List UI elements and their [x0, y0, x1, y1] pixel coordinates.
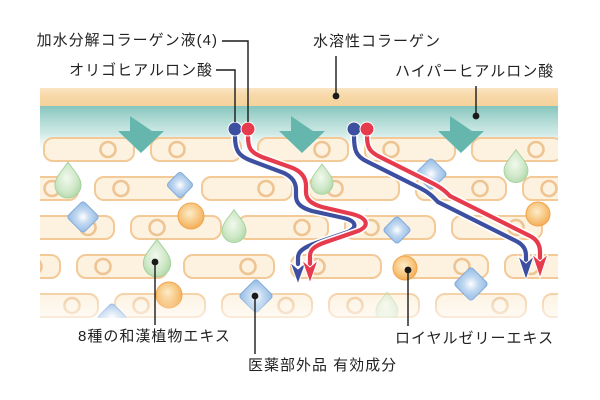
cell-body [150, 137, 242, 162]
skin-cell [201, 176, 293, 201]
leader-anchor-dot [151, 258, 159, 266]
cell-body [522, 176, 558, 201]
skin-cell [43, 137, 135, 162]
route-arrowhead-icon [300, 258, 320, 285]
skin-cell [183, 254, 275, 279]
cell-nucleus-ring [239, 257, 257, 276]
active-ingredient-diamond-icon [383, 216, 411, 244]
skin-cell [237, 215, 329, 240]
droplet-shape [503, 149, 529, 184]
penetration-route [245, 133, 368, 267]
cell-body [43, 137, 135, 162]
stratum-corneum-bar [40, 88, 558, 106]
cell-nucleus-ring [527, 140, 545, 159]
skin-cell [522, 176, 558, 201]
label-hyper-hyaluronic: ハイパーヒアルロン酸 [395, 63, 555, 80]
skin-cell [40, 254, 61, 279]
diamond-shape [67, 201, 99, 233]
leader-anchor-dot [472, 112, 480, 120]
cell-nucleus-ring [471, 179, 489, 198]
label-royal-jelly: ロイヤルゼリーエキス [395, 330, 555, 347]
cell-nucleus-ring [112, 179, 130, 198]
skin-cell [130, 215, 222, 240]
absorb-arrow-icon [438, 116, 484, 153]
penetration-route [364, 133, 543, 261]
active-ingredient-diamond-icon [166, 171, 194, 199]
herbal-extract-droplet-icon [142, 238, 172, 278]
diamond-shape [454, 267, 488, 301]
ingredient-dot [227, 121, 243, 137]
leader-anchor-dot [332, 92, 340, 100]
label-soluble-collagen: 水溶性コラーゲン [313, 33, 442, 50]
skin-cell [150, 137, 242, 162]
royal-jelly-circle-icon [177, 202, 205, 230]
royal-jelly-circle-icon [525, 201, 551, 227]
ingredient-dot [346, 121, 362, 137]
cell-nucleus-ring [453, 257, 471, 276]
diamond-shape [383, 216, 411, 244]
cell-nucleus-ring [382, 140, 400, 159]
cell-body [237, 215, 329, 240]
ingredient-dot [359, 121, 375, 137]
cell-nucleus-ring [40, 260, 43, 273]
bottom-fade [40, 296, 558, 318]
leader-anchor-dot [404, 266, 412, 274]
skin-cell [94, 176, 186, 201]
skin-cell [364, 137, 456, 162]
label-oligo-hyaluronic: オリゴヒアルロン酸 [69, 62, 213, 79]
active-ingredient-diamond-icon [454, 267, 488, 301]
herbal-extract-droplet-icon [54, 161, 82, 199]
penetration-route [232, 133, 357, 267]
cell-nucleus-ring [562, 298, 577, 313]
herbal-extract-droplet-icon [310, 163, 334, 195]
herbal-extract-droplet-icon [503, 149, 529, 184]
annotation-lines [151, 40, 480, 354]
route-arrowhead-icon [289, 261, 307, 286]
label-herbal-extract: 8種の和漢植物エキス [78, 328, 231, 345]
cell-body [201, 176, 293, 201]
absorb-arrow-icon [118, 116, 164, 153]
penetration-route [351, 133, 529, 263]
absorb-arrow-icon [279, 116, 325, 153]
droplet-shape [54, 161, 82, 199]
skin-layers [40, 88, 577, 318]
herbal-extract-droplet-icon [221, 209, 247, 244]
droplet-shape [310, 163, 334, 195]
leader-anchor-dot [251, 292, 259, 300]
cell-nucleus-ring [293, 218, 311, 237]
cell-nucleus-ring [99, 140, 117, 159]
label-hydrolyzed-collagen: 加水分解コラーゲン液(4) [36, 32, 218, 49]
cell-body [183, 254, 275, 279]
royal-jelly-circle-icon [392, 255, 418, 281]
cell-nucleus-ring [168, 140, 186, 159]
cell-body [40, 254, 61, 279]
leader-line [216, 69, 236, 122]
active-ingredient-diamond-icon [67, 201, 99, 233]
cell-nucleus-ring [313, 140, 331, 159]
cell-nucleus-ring [148, 218, 166, 237]
label-active-ingredient: 医薬部外品 有効成分 [248, 357, 398, 374]
cell-nucleus-ring [257, 179, 275, 198]
ingredient-dot [240, 121, 256, 137]
diamond-shape [166, 171, 194, 199]
cell-nucleus-ring [94, 257, 112, 276]
cell-nucleus-ring [540, 179, 558, 198]
droplet-shape [142, 238, 172, 278]
droplet-shape [221, 209, 247, 244]
cell-body [130, 215, 222, 240]
route-arrowhead-icon [530, 252, 550, 280]
leader-line [222, 40, 249, 122]
